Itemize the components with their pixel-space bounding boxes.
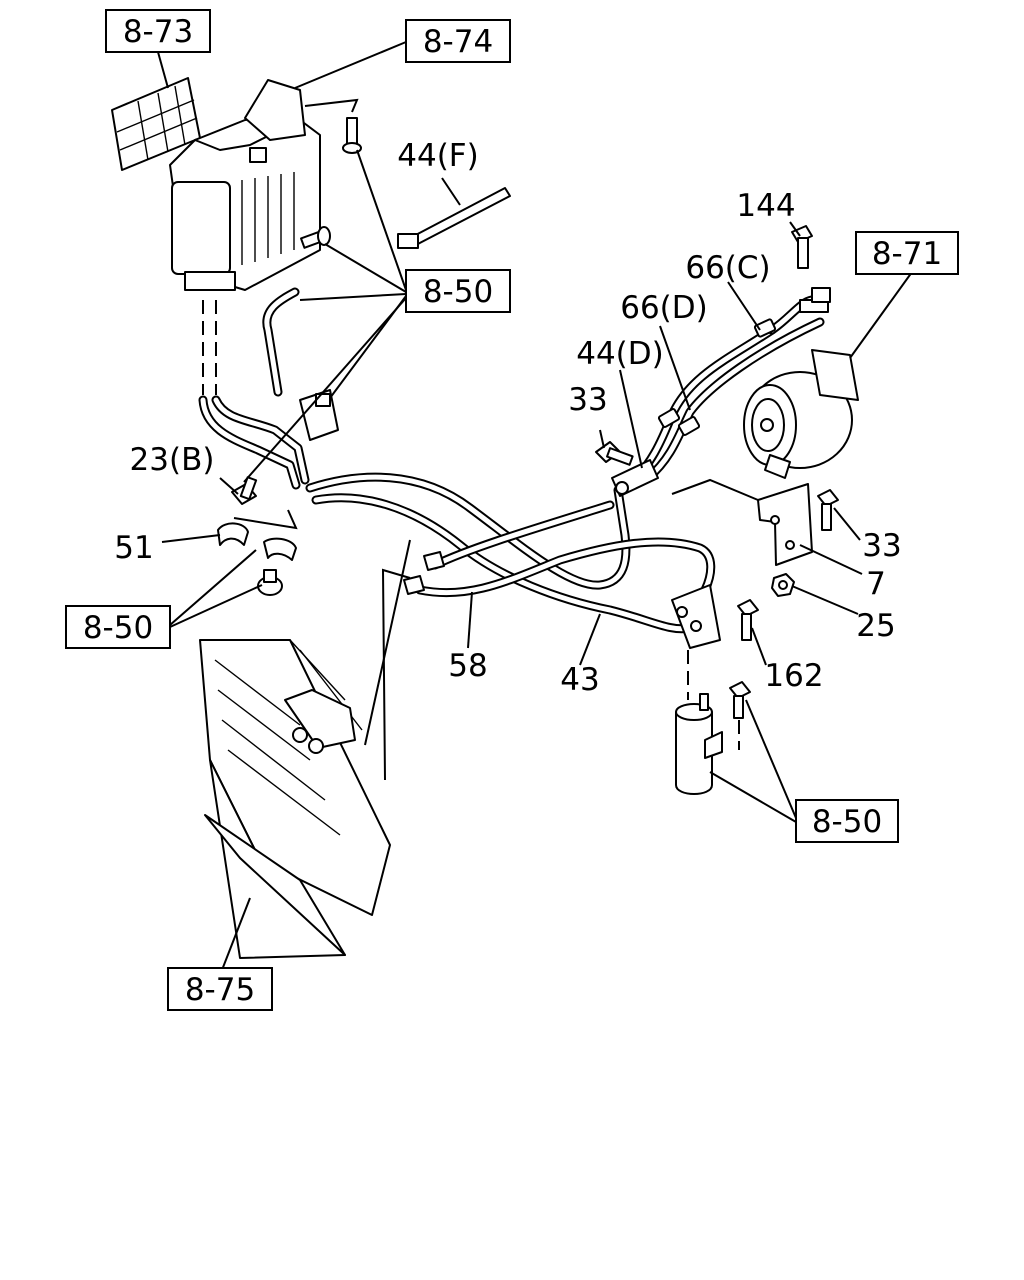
- bracket-part-7: [757, 483, 813, 566]
- callout-8-73[interactable]: 8-73: [105, 9, 211, 53]
- heater-pipe-part: [198, 395, 310, 490]
- part-label-66c: 66(C): [685, 250, 770, 286]
- bolt-part-33: [817, 489, 839, 531]
- bolt-part: [342, 117, 362, 154]
- part-label-25: 25: [856, 608, 895, 644]
- hidden-line: [671, 478, 759, 501]
- hose-fitting: [657, 408, 681, 428]
- callout-8-74[interactable]: 8-74: [405, 19, 511, 63]
- part-label-33-right: 33: [862, 528, 901, 564]
- callout-8-74-label: 8-74: [423, 24, 493, 60]
- part-label-44d: 44(D): [576, 336, 664, 372]
- callout-8-71-label: 8-71: [872, 236, 942, 272]
- pipe-upper-short: [430, 500, 615, 570]
- drain-hose-part: [262, 287, 300, 397]
- callout-8-50-top[interactable]: 8-50: [405, 269, 511, 313]
- hose-66c: [643, 317, 825, 483]
- callout-8-75[interactable]: 8-75: [167, 967, 273, 1011]
- part-label-51: 51: [114, 530, 153, 566]
- bolt-part-144: [791, 225, 813, 269]
- clamp-part-44d: [611, 459, 659, 497]
- callout-8-73-label: 8-73: [123, 14, 193, 50]
- callout-8-50-bottom-label: 8-50: [812, 804, 882, 840]
- bolt-part: [729, 681, 751, 719]
- part-label-58: 58: [448, 648, 487, 684]
- fitting-part: [403, 551, 445, 595]
- hose-fitting: [677, 416, 701, 436]
- part-label-23b: 23(B): [130, 442, 215, 478]
- bolt-part-23b: [231, 476, 258, 505]
- part-label-7: 7: [866, 566, 886, 602]
- receiver-drier-part: [675, 693, 723, 795]
- part-label-44f: 44(F): [397, 138, 478, 174]
- callout-8-50-top-label: 8-50: [423, 274, 493, 310]
- cable-tie-part: [397, 187, 511, 249]
- part-label-66d: 66(D): [620, 290, 708, 326]
- callout-8-50-left[interactable]: 8-50: [65, 605, 171, 649]
- callout-8-50-bottom[interactable]: 8-50: [795, 799, 899, 843]
- main-suction-pipe: [305, 472, 631, 590]
- callout-8-50-left-label: 8-50: [83, 610, 153, 646]
- leader-line: [381, 568, 411, 781]
- bolt-part: [300, 226, 331, 249]
- bolt-part-33: [595, 441, 634, 466]
- hose-fitting: [753, 318, 777, 338]
- part-label-33-left: 33: [568, 382, 607, 418]
- main-liquid-pipe-43: [311, 493, 695, 634]
- receiver-bracket: [671, 584, 721, 649]
- callout-8-75-label: 8-75: [185, 972, 255, 1008]
- nut-part-25: [771, 573, 795, 597]
- compressor-part: [743, 287, 859, 479]
- evaporator-unit-part: [169, 79, 321, 291]
- part-label-162: 162: [764, 658, 823, 694]
- part-label-43: 43: [560, 662, 599, 698]
- grommet-part: [257, 569, 283, 596]
- clip-part-51: [217, 522, 297, 561]
- part-label-144: 144: [736, 188, 795, 224]
- leader-line: [364, 539, 411, 746]
- leader-lines: [157, 41, 913, 971]
- bolt-part-162: [737, 599, 759, 641]
- condenser-part: [199, 639, 391, 959]
- callout-8-71[interactable]: 8-71: [855, 231, 959, 275]
- pipe-58: [415, 537, 716, 598]
